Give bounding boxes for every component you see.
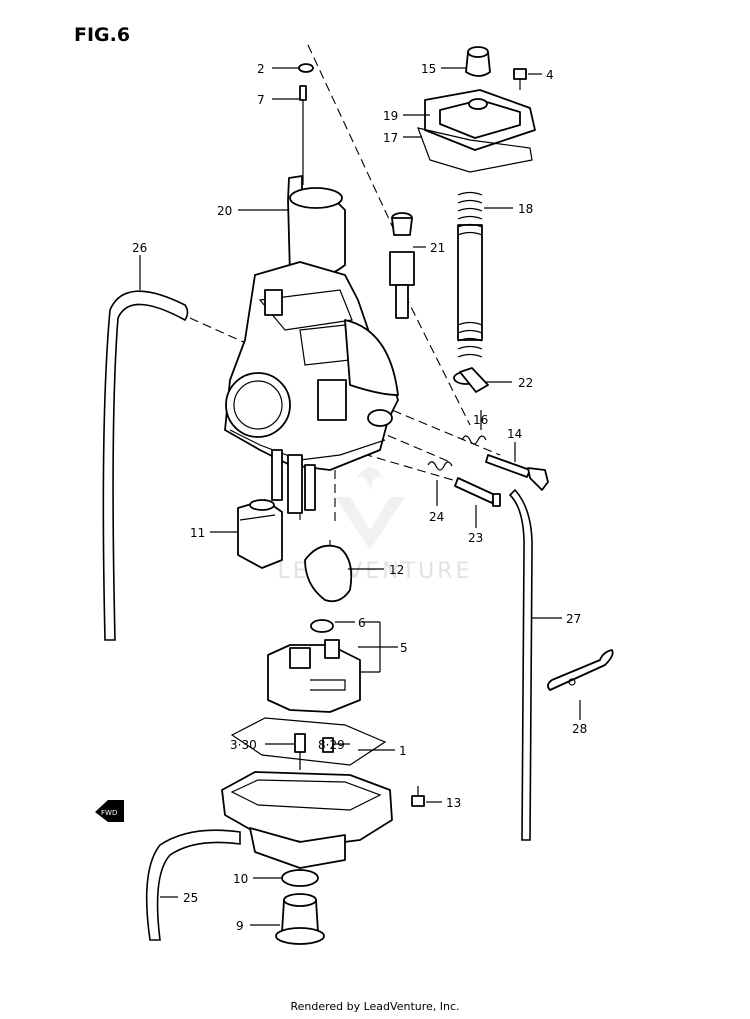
callout-13: 13 xyxy=(446,796,461,810)
part-5-float-body xyxy=(267,639,361,713)
leader-lines xyxy=(139,67,581,926)
carburetor-body xyxy=(224,261,399,514)
callout-3-30: 3·30 xyxy=(230,738,257,752)
callout-1: 1 xyxy=(399,744,407,758)
callout-26: 26 xyxy=(132,241,147,255)
part-10-o-ring xyxy=(281,869,319,887)
fwd-label: FWD xyxy=(101,809,117,817)
part-15-cap xyxy=(465,46,491,77)
part-16-spring xyxy=(461,435,487,445)
callout-15: 15 xyxy=(421,62,436,76)
part-20-throttle-valve xyxy=(287,175,346,280)
part-26-vent-hose xyxy=(102,290,189,641)
callout-7: 7 xyxy=(257,93,265,107)
part-27-vent-hose xyxy=(508,488,533,841)
callout-28: 28 xyxy=(572,722,587,736)
callout-5: 5 xyxy=(400,641,408,655)
callout-2: 2 xyxy=(257,62,265,76)
callout-4: 4 xyxy=(546,68,554,82)
part-14-throttle-stop-screw xyxy=(485,454,549,491)
part-9-drain-plug xyxy=(275,893,325,945)
callout-12: 12 xyxy=(389,563,404,577)
callout-14: 14 xyxy=(507,427,522,441)
part-17-gasket xyxy=(417,127,533,173)
callout-19: 19 xyxy=(383,109,398,123)
part-22-holder xyxy=(453,367,489,393)
part-4-screw xyxy=(513,68,527,90)
callout-21: 21 xyxy=(430,241,445,255)
watermark-emblem xyxy=(335,467,405,550)
part-11-float xyxy=(237,499,283,569)
part-2-clip xyxy=(298,63,314,73)
callout-6: 6 xyxy=(358,616,366,630)
callout-27: 27 xyxy=(566,612,581,626)
callout-18: 18 xyxy=(518,202,533,216)
callout-16: 16 xyxy=(473,413,488,427)
part-1-float-chamber xyxy=(221,717,393,869)
part-6-o-ring xyxy=(310,619,334,633)
part-25-drain-hose xyxy=(145,829,241,941)
footer-credit: Rendered by LeadVenture, Inc. xyxy=(290,1000,460,1013)
part-23-air-screw xyxy=(454,477,501,507)
part-18-spring-tube xyxy=(457,191,483,358)
part-7-jet-needle xyxy=(299,85,307,185)
figure-title: FIG.6 xyxy=(74,24,131,46)
callout-22: 22 xyxy=(518,376,533,390)
callout-17: 17 xyxy=(383,131,398,145)
part-28-bracket xyxy=(547,649,614,691)
callout-9: 9 xyxy=(236,919,244,933)
callout-25: 25 xyxy=(183,891,198,905)
callout-8-29: 8·29 xyxy=(318,738,345,752)
part-12-float-valve xyxy=(304,544,353,603)
callout-labels: 2 7 15 4 19 17 18 20 21 26 22 16 14 24 2… xyxy=(132,62,587,933)
callout-24: 24 xyxy=(429,510,444,524)
fwd-arrow-icon: FWD xyxy=(95,800,124,822)
callout-11: 11 xyxy=(190,526,205,540)
callout-20: 20 xyxy=(217,204,232,218)
callout-23: 23 xyxy=(468,531,483,545)
part-21-starter-plunger xyxy=(389,212,415,319)
callout-10: 10 xyxy=(233,872,248,886)
part-13-screw xyxy=(411,786,425,807)
part-24-spring xyxy=(427,461,453,471)
